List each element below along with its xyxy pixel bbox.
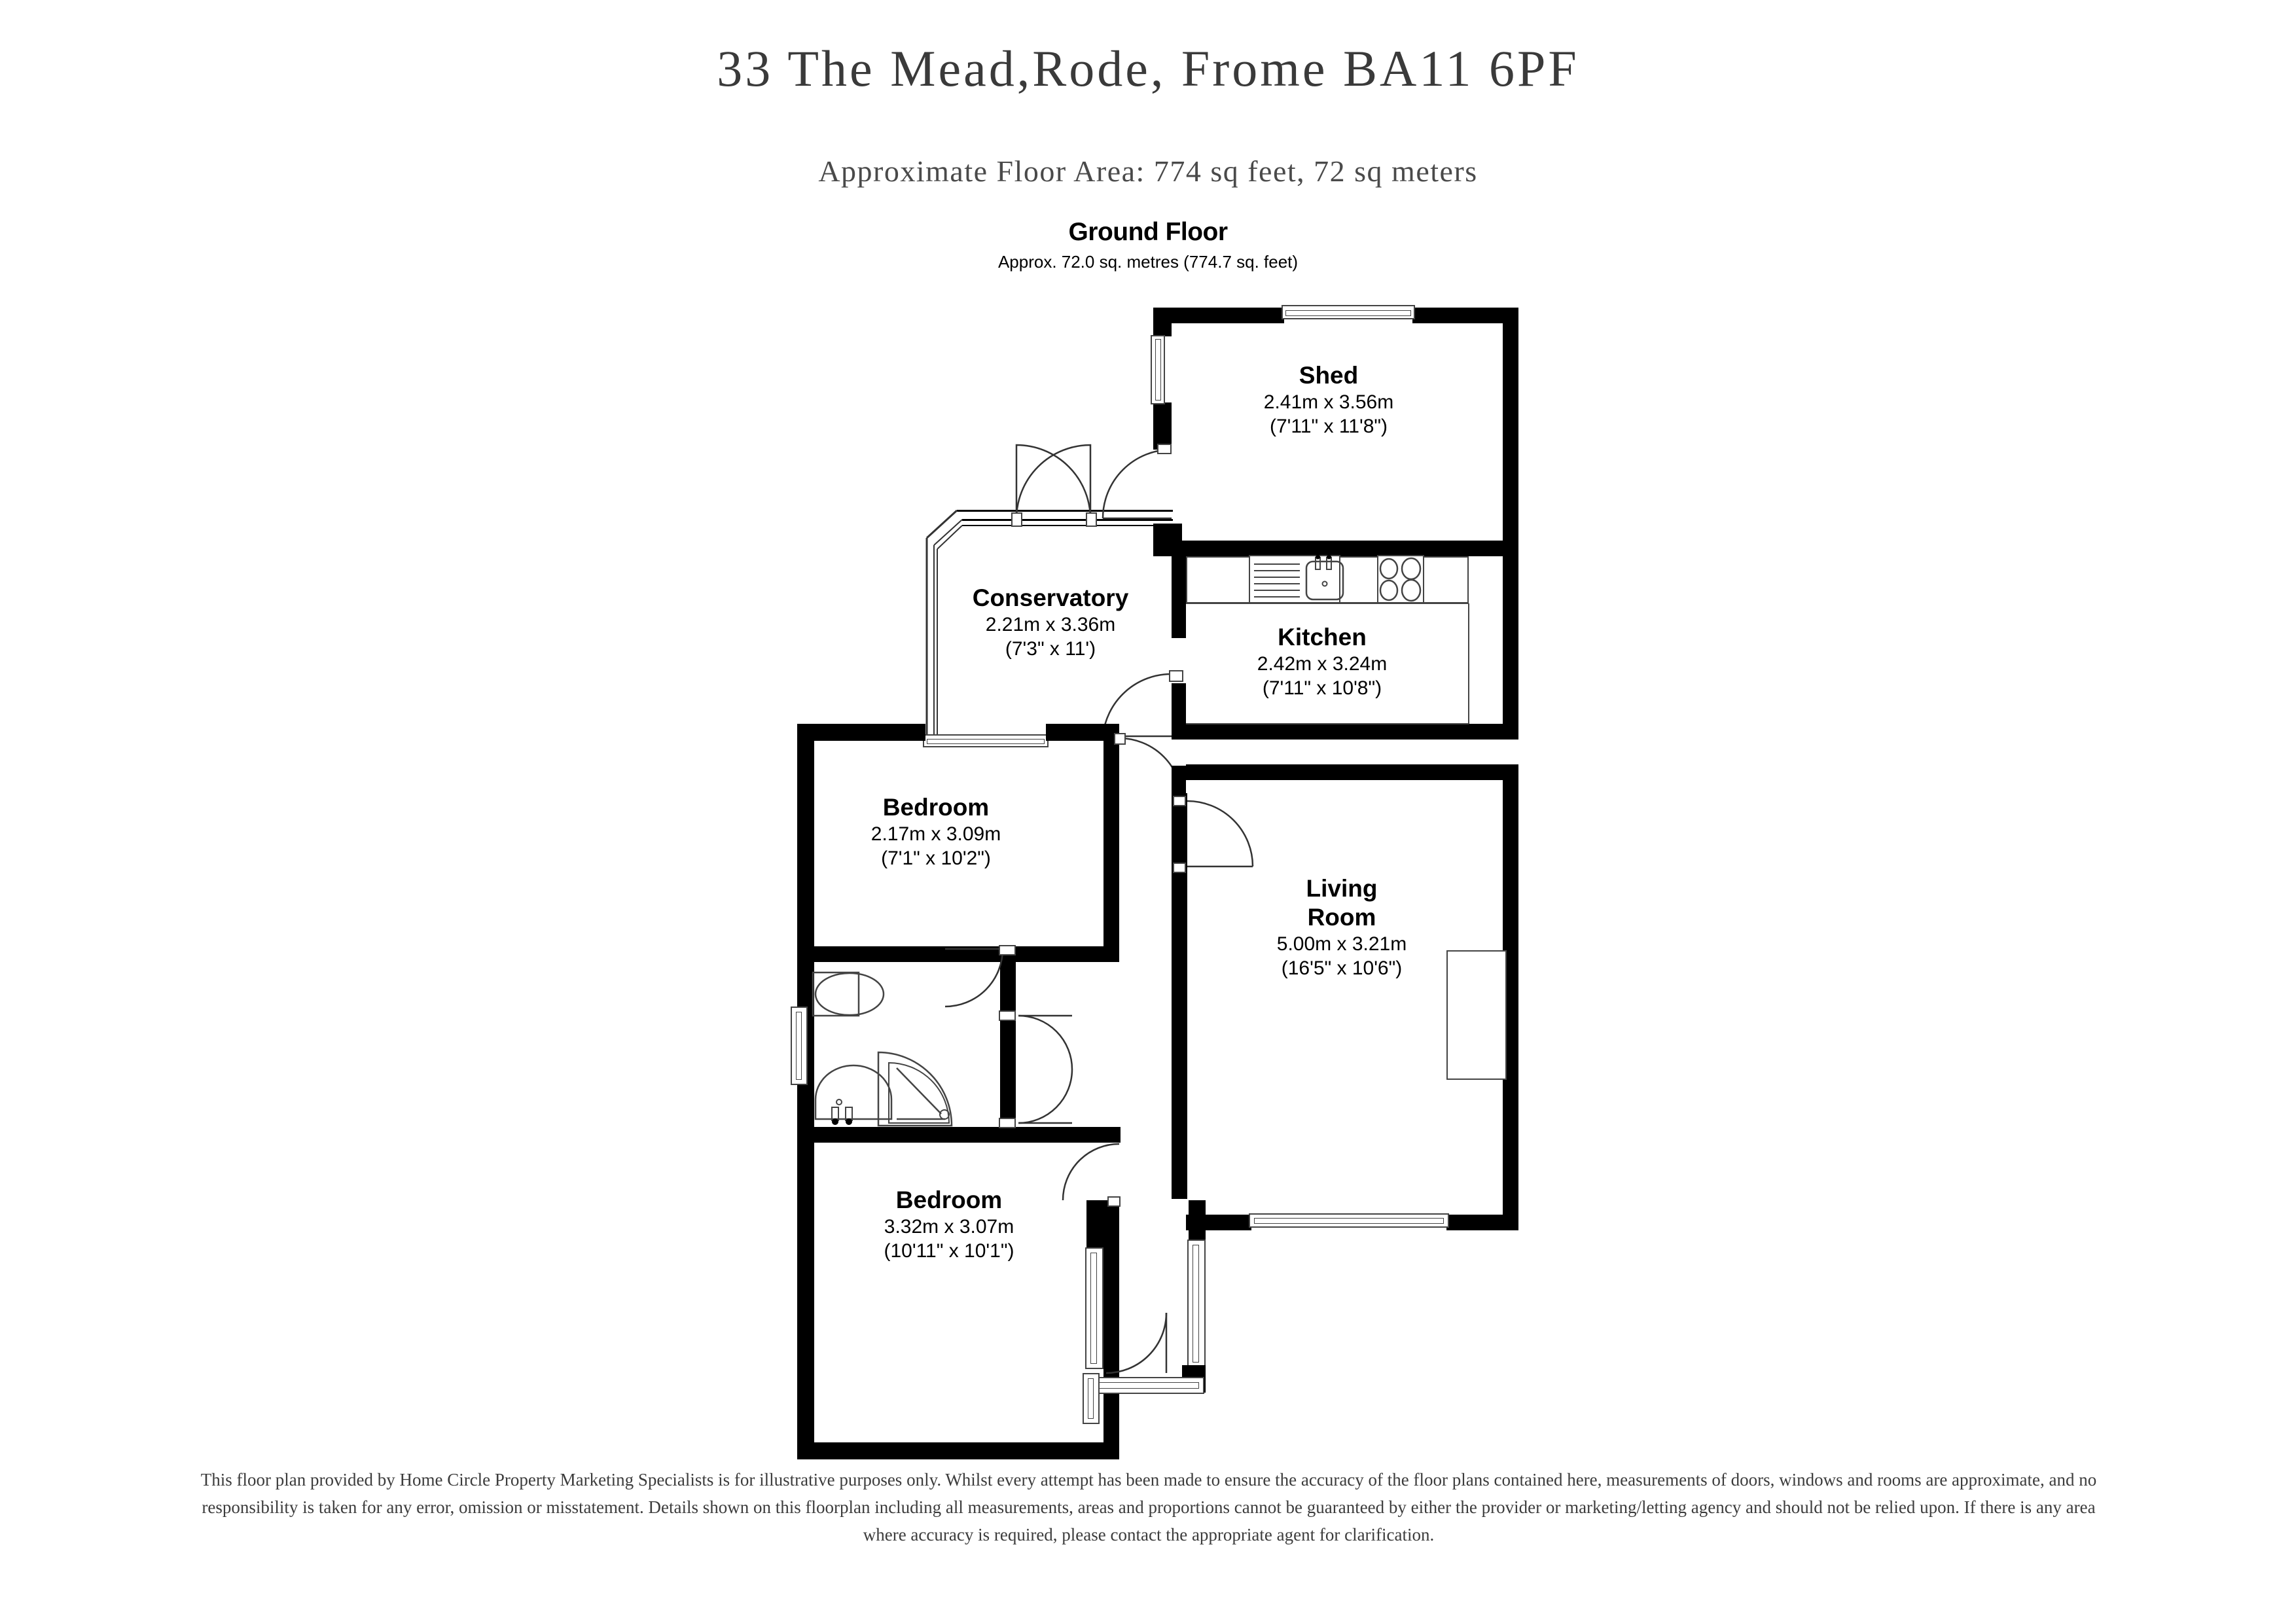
door-jamb-kitchen-hall bbox=[1169, 670, 1183, 682]
wall-bedroom2-right bbox=[1103, 1200, 1119, 1459]
kitchen-drainer-unit bbox=[1249, 555, 1340, 603]
room-label-bedroom-1: Bedroom 2.17m x 3.09m (7'1" x 10'2") bbox=[851, 793, 1021, 870]
door-jamb-living-bottom bbox=[1173, 863, 1186, 873]
page-title: 33 The Mead,Rode, Frome BA11 6PF bbox=[717, 40, 1579, 97]
wall-hall-living-divider bbox=[1172, 793, 1187, 1199]
room-imperial-bedroom-1: (7'1" x 10'2") bbox=[881, 847, 991, 869]
room-name-bedroom-1: Bedroom bbox=[882, 794, 990, 821]
room-label-shed: Shed 2.41m x 3.56m (7'11" x 11'8") bbox=[1230, 361, 1427, 438]
room-metric-shed: 2.41m x 3.56m bbox=[1263, 391, 1394, 413]
wall-hall-bathroom-divider bbox=[1000, 946, 1016, 1143]
room-imperial-living: (16'5" x 10'6") bbox=[1281, 957, 1403, 979]
wall-kitchen-bottom bbox=[1186, 724, 1518, 740]
room-name-living-2: Room bbox=[1307, 904, 1376, 931]
conservatory-glazing-top-outer bbox=[957, 510, 1173, 512]
window-shed-left-pane bbox=[1155, 339, 1161, 401]
door-jamb-shed-conservatory bbox=[1157, 444, 1172, 454]
wall-kitchen-left-upper bbox=[1172, 556, 1186, 638]
window-porch-left-pane bbox=[1090, 1253, 1097, 1364]
room-imperial-bedroom-2: (10'11" x 10'1") bbox=[884, 1240, 1014, 1262]
window-porch-front-pane bbox=[1092, 1382, 1199, 1389]
room-metric-kitchen: 2.42m x 3.24m bbox=[1257, 653, 1388, 675]
wall-living-top bbox=[1186, 764, 1518, 780]
door-jamb-wc-bottom bbox=[999, 1118, 1016, 1128]
room-label-living-room: Living Room 5.00m x 3.21m (16'5" x 10'6"… bbox=[1263, 874, 1420, 980]
wall-shed-right bbox=[1503, 308, 1518, 556]
conservatory-glazing-top-mid bbox=[962, 525, 1173, 526]
wall-living-bottom-left bbox=[1186, 1215, 1251, 1230]
wall-bedroom2-top-right bbox=[1016, 1127, 1119, 1143]
room-name-bedroom-2: Bedroom bbox=[895, 1186, 1003, 1213]
door-jamb-bedroom1 bbox=[1114, 733, 1126, 745]
wall-porch-left-solid bbox=[1086, 1200, 1105, 1247]
wall-bedroom1-bottom bbox=[797, 946, 1119, 962]
room-metric-bedroom-1: 2.17m x 3.09m bbox=[870, 823, 1001, 845]
conservatory-glazing-top-inner bbox=[962, 519, 1173, 521]
living-room-alcove bbox=[1446, 950, 1507, 1080]
room-metric-bedroom-2: 3.32m x 3.07m bbox=[884, 1216, 1014, 1238]
door-jamb-conservatory-right bbox=[1086, 512, 1097, 527]
kitchen-hob-unit bbox=[1377, 555, 1424, 603]
wall-shed-top-left bbox=[1153, 308, 1284, 323]
wall-hall-left-vertical bbox=[1172, 766, 1186, 793]
room-name-conservatory: Conservatory bbox=[972, 584, 1129, 611]
room-label-bedroom-2: Bedroom 3.32m x 3.07m (10'11" x 10'1") bbox=[864, 1186, 1034, 1263]
wall-bathroom-bottom bbox=[797, 1127, 1016, 1143]
room-name-living: Living bbox=[1306, 875, 1378, 902]
window-conservatory-bottom-pane bbox=[927, 739, 1045, 744]
room-name-kitchen: Kitchen bbox=[1278, 624, 1367, 651]
door-jamb-living-top bbox=[1173, 796, 1186, 806]
door-jamb-conservatory-left bbox=[1011, 512, 1022, 527]
wall-shed-left-upper bbox=[1153, 308, 1172, 336]
wall-bedroom1-right bbox=[1103, 724, 1119, 959]
wall-kitchen-right bbox=[1503, 541, 1518, 737]
wall-shed-bottom-stub bbox=[1153, 524, 1182, 556]
wall-shed-top-right bbox=[1412, 308, 1518, 323]
door-jamb-bedroom2 bbox=[1107, 1196, 1121, 1207]
room-imperial-shed: (7'11" x 11'8") bbox=[1269, 416, 1388, 437]
wall-bedroom2-left bbox=[797, 1127, 814, 1459]
door-jamb-wc-top bbox=[999, 1010, 1016, 1021]
window-bathroom-left-pane bbox=[796, 1012, 802, 1080]
door-jamb-bathroom bbox=[999, 945, 1016, 955]
room-label-kitchen: Kitchen 2.42m x 3.24m (7'11" x 10'8") bbox=[1230, 623, 1414, 700]
room-imperial-kitchen: (7'11" x 10'8") bbox=[1262, 677, 1382, 699]
wall-living-bottom-right bbox=[1446, 1215, 1518, 1230]
window-living-bottom-pane bbox=[1254, 1218, 1444, 1224]
wall-bedroom1-left bbox=[797, 724, 814, 959]
room-imperial-conservatory: (7'3" x 11') bbox=[1005, 638, 1096, 660]
window-porch-right-pane bbox=[1193, 1245, 1199, 1363]
wall-shed-bottom bbox=[1172, 541, 1518, 556]
wall-bedroom2-bottom bbox=[797, 1442, 1119, 1459]
floor-area-summary: Approximate Floor Area: 774 sq feet, 72 … bbox=[818, 154, 1478, 188]
floor-label: Ground Floor bbox=[1068, 218, 1228, 246]
room-label-conservatory: Conservatory 2.21m x 3.36m (7'3" x 11') bbox=[942, 584, 1158, 661]
window-shed-top-pane bbox=[1285, 310, 1411, 316]
room-metric-conservatory: 2.21m x 3.36m bbox=[985, 614, 1116, 635]
room-name-shed: Shed bbox=[1299, 362, 1359, 389]
wall-shed-left-lower bbox=[1153, 402, 1172, 450]
window-porch-corner-pane bbox=[1088, 1378, 1094, 1419]
wall-bedroom1-top bbox=[797, 724, 925, 741]
wall-kitchen-left-lower bbox=[1172, 683, 1186, 740]
disclaimer-text: This floor plan provided by Home Circle … bbox=[200, 1470, 2097, 1544]
room-metric-living: 5.00m x 3.21m bbox=[1276, 933, 1407, 955]
floor-area-detail: Approx. 72.0 sq. metres (774.7 sq. feet) bbox=[997, 252, 1299, 272]
